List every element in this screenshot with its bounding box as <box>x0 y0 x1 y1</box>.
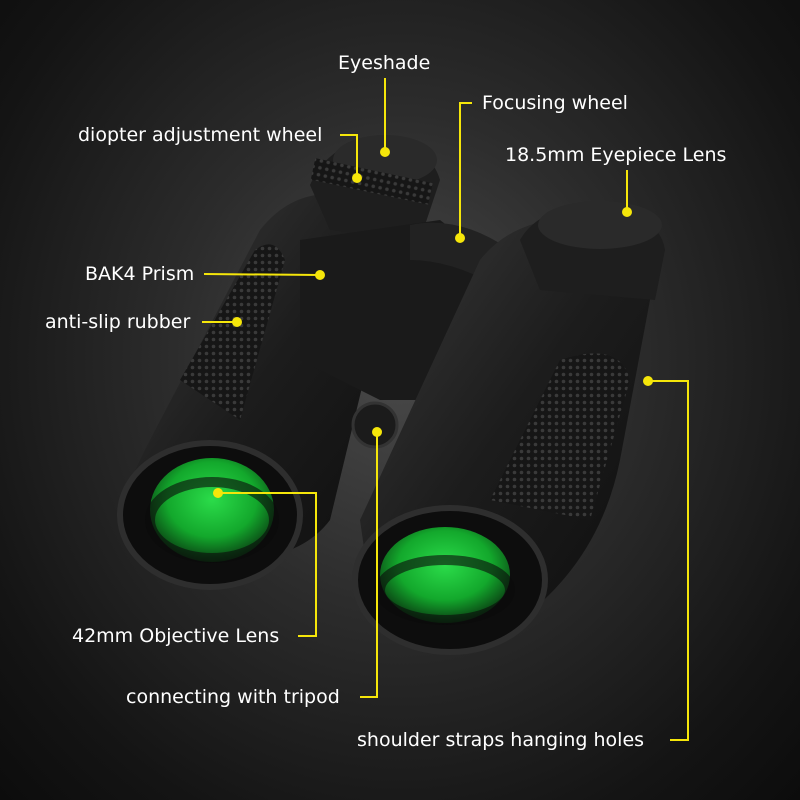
tripod-socket <box>351 401 399 449</box>
label-anti-slip-rubber: anti-slip rubber <box>45 311 191 333</box>
label-objective-lens: 42mm Objective Lens <box>72 625 280 647</box>
label-eyeshade: Eyeshade <box>338 52 431 74</box>
label-focusing-wheel: Focusing wheel <box>482 92 628 114</box>
label-prism: BAK4 Prism <box>85 263 195 285</box>
leader-lines <box>202 78 689 741</box>
left-eyepiece <box>310 135 440 240</box>
label-diopter-wheel: diopter adjustment wheel <box>78 124 323 146</box>
label-tripod: connecting with tripod <box>126 686 340 708</box>
right-barrel <box>352 218 652 655</box>
callout-dots <box>213 147 653 498</box>
right-objective-lens <box>380 527 510 623</box>
label-strap-holes: shoulder straps hanging holes <box>357 729 645 751</box>
label-eyepiece-lens: 18.5mm Eyepiece Lens <box>505 144 727 166</box>
right-eyepiece <box>520 201 665 300</box>
